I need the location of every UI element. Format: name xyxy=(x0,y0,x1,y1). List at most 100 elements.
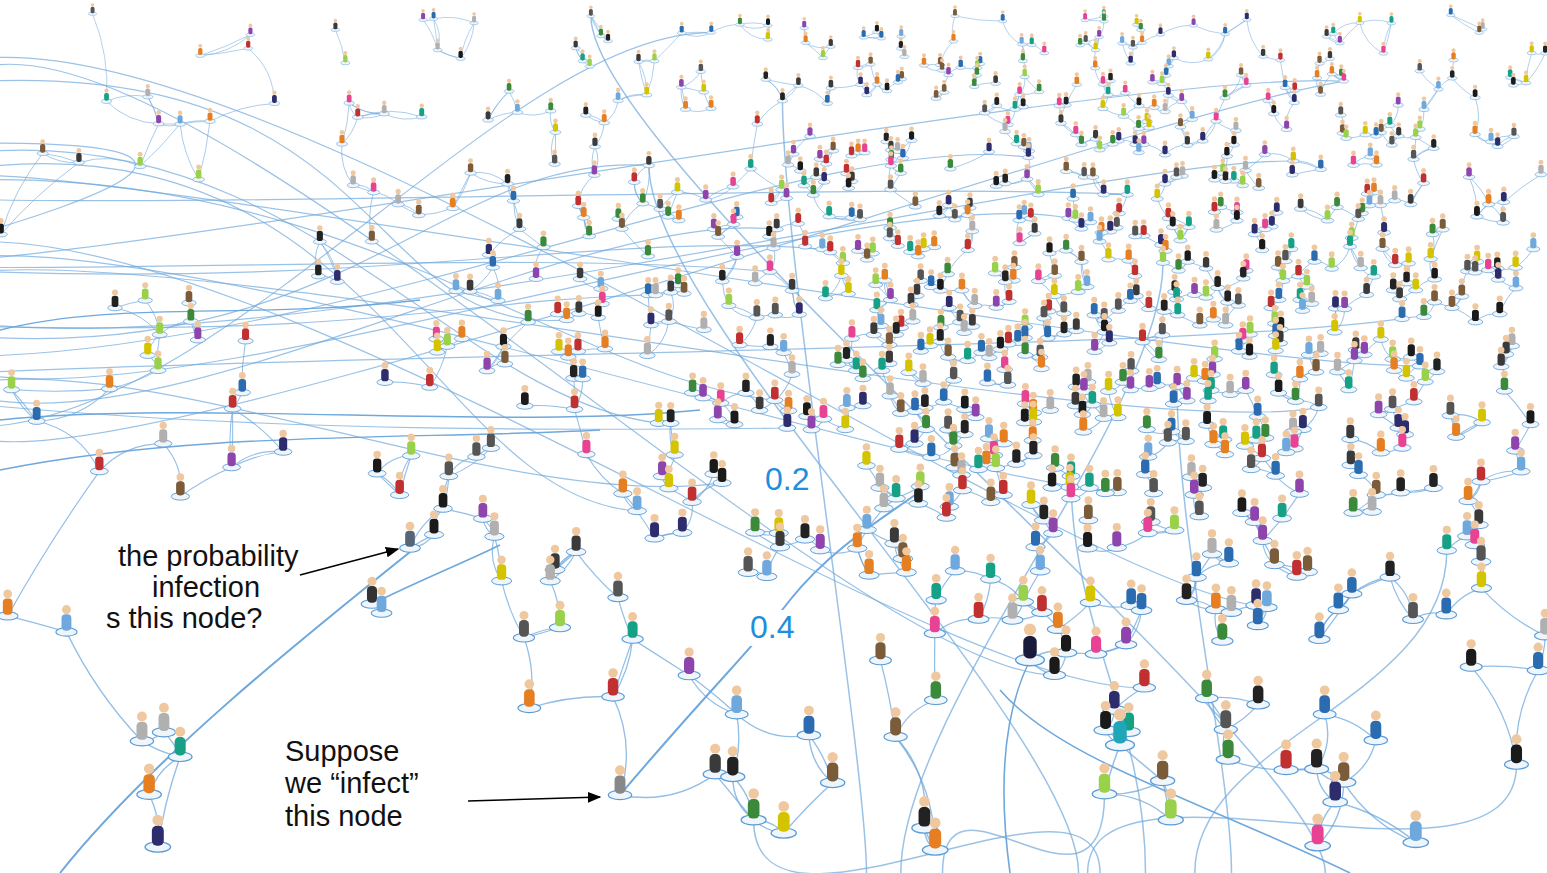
person-head xyxy=(1131,36,1135,40)
person-head xyxy=(896,70,900,74)
person-head xyxy=(156,110,161,115)
person-body xyxy=(862,30,866,37)
person-body xyxy=(879,31,883,38)
network-link xyxy=(200,48,248,55)
person-head xyxy=(865,82,869,86)
network-link xyxy=(1333,23,1360,34)
person-head xyxy=(1315,66,1319,70)
network-link xyxy=(806,43,823,58)
network-link xyxy=(12,389,110,392)
person-head xyxy=(1057,93,1061,97)
person-head xyxy=(1339,102,1343,106)
person-body xyxy=(738,17,742,24)
person-body xyxy=(1101,76,1106,84)
network-link xyxy=(576,552,618,598)
person-body xyxy=(1511,77,1516,85)
network-link xyxy=(1420,71,1439,89)
network-link xyxy=(1208,34,1225,59)
person-body xyxy=(1245,13,1249,20)
person-head xyxy=(1278,48,1282,52)
person-body xyxy=(507,83,512,91)
person-body xyxy=(829,39,833,46)
network-link xyxy=(233,409,284,452)
network-link xyxy=(1208,34,1225,59)
network-link xyxy=(798,86,827,104)
person-head xyxy=(1075,72,1079,76)
person-head xyxy=(347,90,351,94)
person-body xyxy=(1084,35,1088,42)
person-head xyxy=(902,45,906,49)
person-head xyxy=(1102,6,1106,10)
person-head xyxy=(1223,85,1227,89)
person-body xyxy=(272,95,277,103)
network-link xyxy=(140,124,180,166)
person-body xyxy=(1325,29,1329,36)
people-group xyxy=(0,3,1547,855)
person-head xyxy=(1139,19,1143,23)
person-body xyxy=(419,108,424,116)
person-body xyxy=(1057,97,1062,105)
person-head xyxy=(940,58,944,62)
person-body xyxy=(1524,75,1529,83)
network-link xyxy=(180,124,199,179)
person-head xyxy=(796,73,800,77)
person-body xyxy=(1239,67,1244,75)
person-body xyxy=(1037,84,1042,92)
person-body xyxy=(1283,79,1288,87)
person-body xyxy=(333,23,337,30)
person-head xyxy=(994,71,998,75)
network-link xyxy=(1003,21,1022,44)
person-head xyxy=(900,67,904,71)
person-body xyxy=(680,26,684,33)
person-body xyxy=(1093,60,1097,67)
person-body xyxy=(1078,38,1082,45)
person-body xyxy=(1166,87,1171,95)
network-link xyxy=(1360,20,1392,23)
person-body xyxy=(699,64,703,71)
person-head xyxy=(1358,12,1362,16)
person-head xyxy=(1001,10,1005,14)
person-body xyxy=(902,49,906,56)
person-head xyxy=(1078,34,1082,38)
person-head xyxy=(1266,88,1270,92)
person-head xyxy=(938,53,942,57)
network-link xyxy=(1451,15,1480,33)
network-link xyxy=(1194,25,1226,34)
person-body xyxy=(1190,111,1195,119)
person-body xyxy=(208,112,213,120)
person-head xyxy=(1108,69,1112,73)
person-head xyxy=(1152,94,1156,98)
network-link xyxy=(0,191,1127,201)
person-body xyxy=(802,21,806,28)
person-head xyxy=(249,24,253,28)
person-head xyxy=(1325,25,1329,29)
network-link xyxy=(1469,177,1489,204)
network-link xyxy=(1174,58,1208,63)
person-head xyxy=(1135,14,1139,18)
person-head xyxy=(875,72,879,76)
person-body xyxy=(1315,70,1320,78)
person-head xyxy=(1159,23,1163,27)
person-body xyxy=(766,18,770,25)
person-body xyxy=(1158,27,1162,34)
person-head xyxy=(1328,47,1332,51)
person-head xyxy=(1477,22,1481,26)
person-body xyxy=(1389,16,1393,23)
person-head xyxy=(934,86,938,90)
person-body xyxy=(994,97,999,105)
person-body xyxy=(825,95,830,103)
person-body xyxy=(683,101,688,109)
person-body xyxy=(644,87,649,95)
person-body xyxy=(1436,81,1441,89)
person-body xyxy=(942,84,947,92)
person-body xyxy=(343,55,347,62)
person-body xyxy=(896,74,901,82)
network-link xyxy=(434,17,475,23)
person-body xyxy=(198,48,202,55)
person-body xyxy=(1021,53,1025,60)
person-body xyxy=(679,79,684,87)
person-body xyxy=(347,95,352,103)
person-head xyxy=(507,79,511,83)
person-body xyxy=(355,108,360,116)
person-body xyxy=(821,50,825,57)
